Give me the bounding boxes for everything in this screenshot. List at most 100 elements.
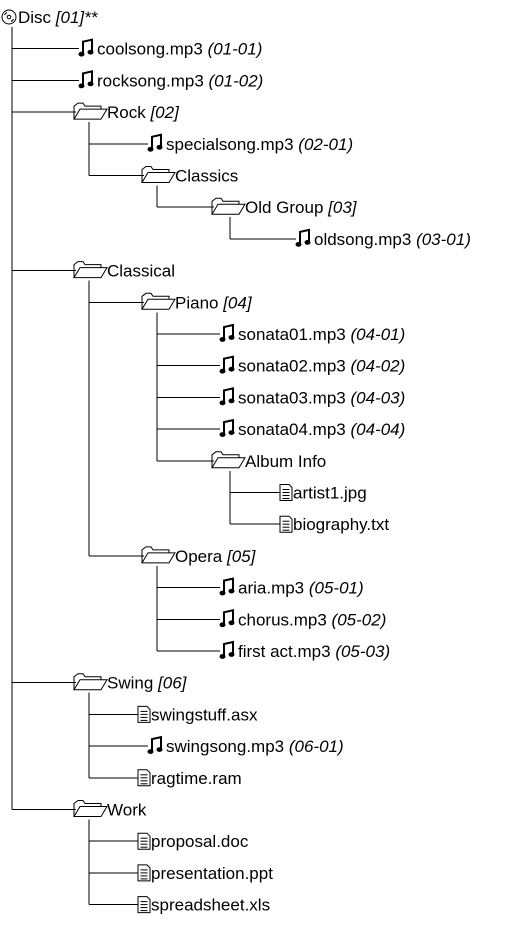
folder-icon <box>73 102 108 120</box>
node-tag: [04] <box>218 293 252 312</box>
node-label: aria.mp3 (05-01) <box>238 579 364 598</box>
node-name: Work <box>107 801 147 820</box>
folder-node-album-info[interactable]: Album Info <box>157 451 326 471</box>
node-label: oldsong.mp3 (03-01) <box>314 230 471 249</box>
node-label: proposal.doc <box>151 832 249 851</box>
node-tag: (04-01) <box>346 325 406 344</box>
file-node-specialsong-mp3[interactable]: specialsong.mp3 (02-01) <box>89 133 353 154</box>
file-node-rocksong-mp3[interactable]: rocksong.mp3 (01-02) <box>12 70 263 90</box>
document-icon <box>137 705 151 723</box>
file-node-sonata02-mp3[interactable]: sonata02.mp3 (04-02) <box>157 355 406 376</box>
node-label: ragtime.ram <box>151 769 242 788</box>
node-tag: (05-01) <box>304 579 364 598</box>
node-tag: (04-03) <box>346 388 406 407</box>
node-name: Classical <box>107 262 175 281</box>
folder-icon <box>211 197 246 215</box>
node-tag: (04-02) <box>346 357 406 376</box>
node-label: Album Info <box>245 452 326 471</box>
node-name: ragtime.ram <box>151 769 242 788</box>
node-name: swingstuff.asx <box>151 705 258 724</box>
node-name: first act.mp3 <box>238 642 331 661</box>
file-node-aria-mp3[interactable]: aria.mp3 (05-01) <box>157 577 364 598</box>
music-note-icon <box>219 355 235 374</box>
node-label: Classical <box>107 262 175 281</box>
node-label: chorus.mp3 (05-02) <box>238 610 386 629</box>
file-node-sonata01-mp3[interactable]: sonata01.mp3 (04-01) <box>157 323 405 344</box>
file-node-proposal-doc[interactable]: proposal.doc <box>89 832 249 851</box>
file-node-artist1-jpg[interactable]: artist1.jpg <box>230 484 367 503</box>
node-name: swingsong.mp3 <box>166 737 284 756</box>
document-icon <box>137 769 151 787</box>
node-label: rocksong.mp3 (01-02) <box>97 71 263 90</box>
file-node-spreadsheet-xls[interactable]: spreadsheet.xls <box>89 896 270 915</box>
node-label: Work <box>107 801 147 820</box>
node-label: presentation.ppt <box>151 864 273 883</box>
folder-node-rock[interactable]: Rock [02] <box>12 102 180 122</box>
node-tag: (01-02) <box>204 71 264 90</box>
node-tag: (04-04) <box>346 420 406 439</box>
node-tag: (05-02) <box>327 610 387 629</box>
file-node-swingsong-mp3[interactable]: swingsong.mp3 (06-01) <box>89 735 344 756</box>
node-tag: (06-01) <box>284 737 344 756</box>
node-name: presentation.ppt <box>151 864 273 883</box>
node-label: biography.txt <box>293 515 389 534</box>
music-note-icon <box>295 228 311 247</box>
file-node-ragtime-ram[interactable]: ragtime.ram <box>89 769 242 788</box>
node-label: Swing [06] <box>107 674 188 693</box>
node-name: sonata03.mp3 <box>238 388 346 407</box>
music-note-icon <box>78 70 94 89</box>
file-node-swingstuff-asx[interactable]: swingstuff.asx <box>89 705 258 724</box>
folder-node-swing[interactable]: Swing [06] <box>12 673 188 693</box>
file-node-oldsong-mp3[interactable]: oldsong.mp3 (03-01) <box>230 228 471 249</box>
folder-icon <box>211 451 246 469</box>
folder-node-work[interactable]: Work <box>12 800 147 820</box>
node-tag: (03-01) <box>411 230 471 249</box>
folder-node-classical[interactable]: Classical <box>12 261 175 281</box>
node-tag: [05] <box>222 547 256 566</box>
node-name: biography.txt <box>293 515 389 534</box>
node-tag: (05-03) <box>331 642 391 661</box>
music-note-icon <box>147 735 163 754</box>
music-note-icon <box>219 609 235 628</box>
folder-node-disc[interactable]: Disc [01]** <box>1 8 99 27</box>
folder-node-piano[interactable]: Piano [04] <box>89 292 253 312</box>
document-icon <box>279 484 293 501</box>
node-label: Disc [01]** <box>18 8 99 27</box>
music-note-icon <box>219 640 235 659</box>
file-node-first-act-mp3[interactable]: first act.mp3 (05-03) <box>157 640 390 661</box>
node-label: Old Group [03] <box>245 198 358 217</box>
node-name: sonata02.mp3 <box>238 357 346 376</box>
node-tag: [06] <box>153 674 187 693</box>
node-label: Piano [04] <box>175 293 253 312</box>
file-node-sonata03-mp3[interactable]: sonata03.mp3 (04-03) <box>157 387 405 407</box>
node-label: specialsong.mp3 (02-01) <box>166 135 353 154</box>
node-name: Album Info <box>245 452 326 471</box>
document-icon <box>137 864 151 882</box>
file-node-biography-txt[interactable]: biography.txt <box>230 515 389 534</box>
node-tag: [01]** <box>51 8 99 27</box>
node-label: Opera [05] <box>175 547 257 566</box>
node-label: Rock [02] <box>107 103 180 122</box>
file-node-sonata04-mp3[interactable]: sonata04.mp3 (04-04) <box>157 418 406 439</box>
node-name: Old Group <box>245 198 323 217</box>
node-label: artist1.jpg <box>293 484 367 503</box>
file-node-chorus-mp3[interactable]: chorus.mp3 (05-02) <box>157 609 386 629</box>
node-name: Swing <box>107 674 153 693</box>
node-label: first act.mp3 (05-03) <box>238 642 390 661</box>
node-label: spreadsheet.xls <box>151 896 270 915</box>
folder-node-classics[interactable]: Classics <box>89 166 238 186</box>
music-note-icon <box>78 38 94 57</box>
disc-icon <box>1 9 17 25</box>
node-label: sonata01.mp3 (04-01) <box>238 325 405 344</box>
folder-node-old-group[interactable]: Old Group [03] <box>157 197 358 217</box>
folder-node-opera[interactable]: Opera [05] <box>89 546 257 566</box>
file-node-coolsong-mp3[interactable]: coolsong.mp3 (01-01) <box>12 38 262 59</box>
node-name: Disc <box>18 8 52 27</box>
node-label: sonata03.mp3 (04-03) <box>238 388 405 407</box>
music-note-icon <box>219 323 235 342</box>
node-name: coolsong.mp3 <box>97 40 203 59</box>
node-name: sonata04.mp3 <box>238 420 346 439</box>
file-node-presentation-ppt[interactable]: presentation.ppt <box>89 864 273 883</box>
node-label: coolsong.mp3 (01-01) <box>97 40 262 59</box>
